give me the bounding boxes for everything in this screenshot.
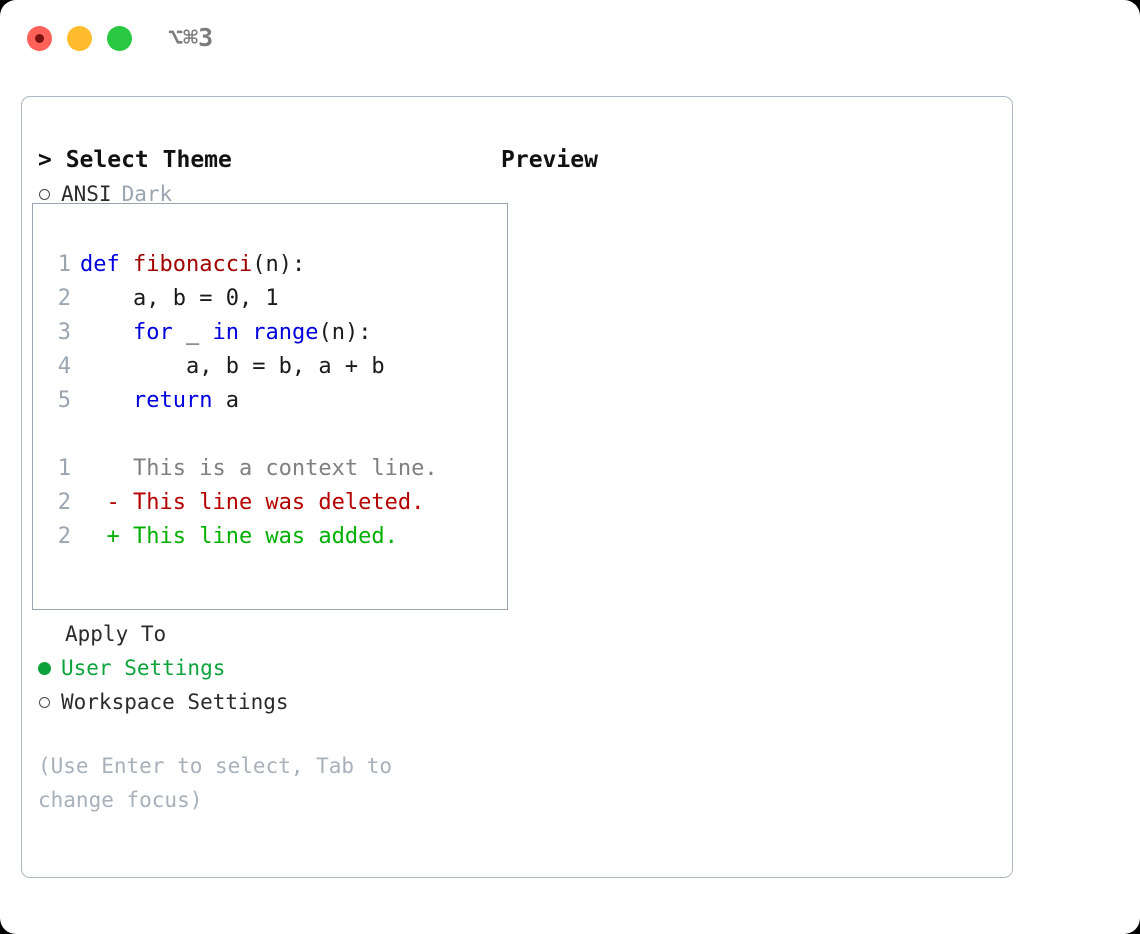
code-diff-gap xyxy=(45,418,505,452)
keyboard-shortcut-label: ⌥⌘3 xyxy=(168,23,214,52)
code-line: 3 for _ in range(n): xyxy=(45,316,505,350)
code-line: 2 a, b = 0, 1 xyxy=(45,282,505,316)
code-token: fibonacci xyxy=(132,252,253,277)
code-token: (n): xyxy=(318,320,372,345)
line-number: 5 xyxy=(57,388,71,413)
code-token: _ xyxy=(185,320,213,345)
theme-option-row[interactable]: ANSI Dark xyxy=(38,177,498,211)
window-titlebar: ⌥⌘3 xyxy=(0,0,1140,78)
preview-title: Preview xyxy=(501,147,598,173)
line-number: 2 xyxy=(57,524,71,549)
apply-to-label: Apply To xyxy=(65,622,167,646)
line-number: 3 xyxy=(57,320,71,345)
code-token: a xyxy=(225,388,239,413)
code-token: (n): xyxy=(252,252,306,277)
diff-text: This is a context line. xyxy=(80,456,438,481)
code-text: a, b = b, a + b xyxy=(71,350,385,384)
diff-text: - This line was deleted. xyxy=(80,490,425,515)
line-number: 2 xyxy=(57,490,71,515)
minimize-window-button[interactable] xyxy=(67,26,92,51)
diff-line: 1 This is a context line. xyxy=(45,452,505,486)
code-indent xyxy=(80,286,133,311)
code-indent xyxy=(80,320,133,345)
code-token: a, b = b, a + b xyxy=(185,354,385,379)
keyboard-hint-text: (Use Enter to select, Tab to change focu… xyxy=(38,754,393,812)
code-indent xyxy=(80,354,186,379)
diff-line: 2 + This line was added. xyxy=(45,520,505,554)
code-line: 5 return a xyxy=(45,384,505,418)
radio-ring xyxy=(39,697,50,708)
radio-unselected-icon xyxy=(38,685,61,719)
code-token: def xyxy=(80,252,133,277)
radio-unselected-icon xyxy=(38,177,61,211)
preview-column: Preview xyxy=(501,143,1001,177)
code-token: in xyxy=(212,320,253,345)
diff-sample-lines: 1 This is a context line.2 - This line w… xyxy=(45,452,505,554)
maximize-window-button[interactable] xyxy=(107,26,132,51)
line-number: 2 xyxy=(57,286,71,311)
option-name: Workspace Settings xyxy=(61,690,289,714)
line-number: 4 xyxy=(57,354,71,379)
code-text: def fibonacci(n): xyxy=(71,248,305,282)
diff-text: + This line was added. xyxy=(80,524,398,549)
code-token: range xyxy=(252,320,319,345)
radio-dot xyxy=(38,662,51,675)
line-number: 1 xyxy=(57,252,71,277)
option-tag: Dark xyxy=(121,182,173,206)
code-text: a, b = 0, 1 xyxy=(71,282,279,316)
line-number: 1 xyxy=(57,456,71,481)
close-window-button[interactable] xyxy=(27,26,52,51)
code-indent xyxy=(80,388,133,413)
code-token: for xyxy=(132,320,186,345)
option-name: User Settings xyxy=(61,656,226,680)
apply-to-option-row[interactable]: Workspace Settings xyxy=(38,685,498,719)
select-theme-header: > Select Theme xyxy=(38,147,232,173)
hint-spacer xyxy=(38,719,498,749)
theme-selector-panel: > Select Theme ANSIDarkAtom OneDarkAyuDa… xyxy=(21,96,1013,878)
code-token: a, b = 0, 1 xyxy=(132,286,279,311)
option-name: ANSI xyxy=(61,182,112,206)
radio-selected-icon xyxy=(38,651,61,685)
code-text: return a xyxy=(71,384,239,418)
code-text: for _ in range(n): xyxy=(71,316,371,350)
code-line: 4 a, b = b, a + b xyxy=(45,350,505,384)
code-token: return xyxy=(132,388,226,413)
apply-to-option-row[interactable]: User Settings xyxy=(38,651,498,685)
diff-line: 2 - This line was deleted. xyxy=(45,486,505,520)
radio-ring xyxy=(39,189,50,200)
